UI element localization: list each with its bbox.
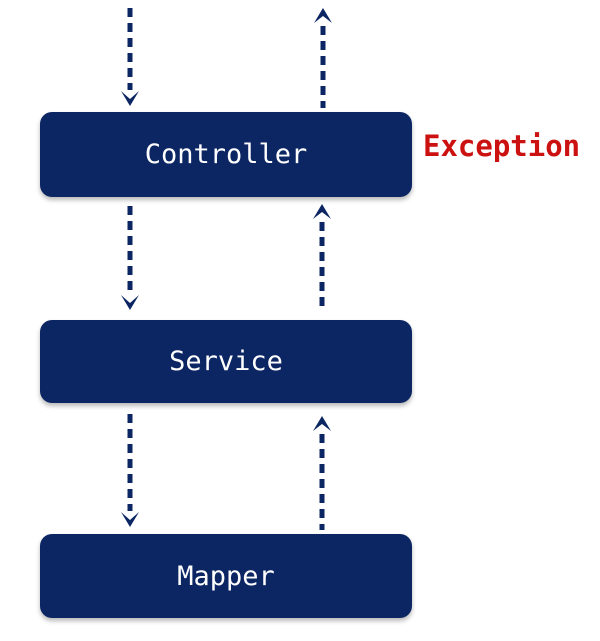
node-mapper: Mapper	[40, 534, 412, 618]
node-controller: Controller	[40, 112, 412, 197]
arrow-down-into-controller	[121, 8, 139, 106]
node-controller-label: Controller	[144, 139, 308, 170]
node-service-label: Service	[169, 346, 283, 377]
exception-annotation: Exception	[423, 129, 581, 163]
arrow-up-mapper-to-service	[313, 416, 331, 530]
arrow-up-service-to-controller	[313, 204, 331, 312]
node-mapper-label: Mapper	[177, 560, 275, 592]
arrow-up-from-controller	[314, 8, 332, 108]
node-service: Service	[40, 320, 412, 403]
arrow-down-controller-to-service	[121, 206, 139, 310]
arrow-down-service-to-mapper	[121, 414, 139, 527]
